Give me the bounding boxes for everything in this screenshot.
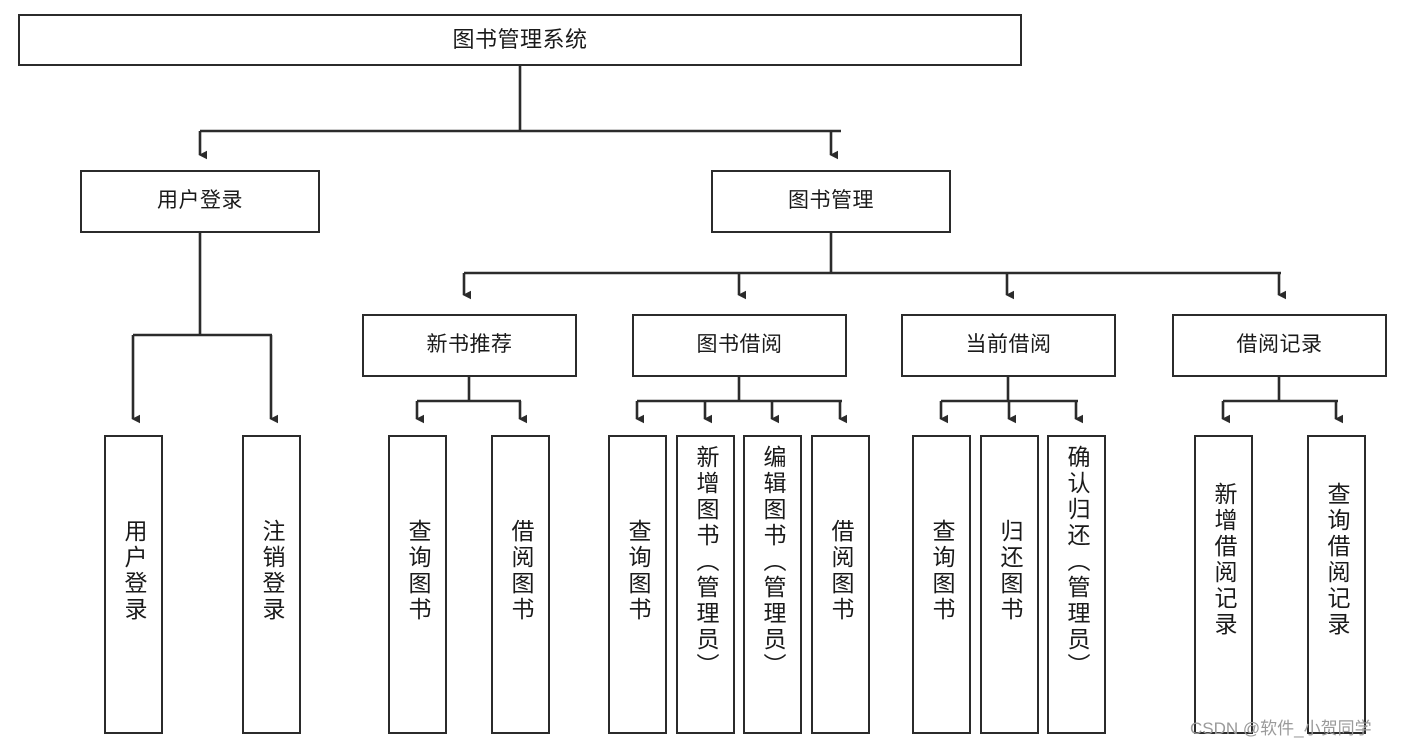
leaf-add-book-label: 新增图书（管理员） [693,445,719,679]
leaf-return-book[interactable]: 归还图书 [980,435,1039,734]
leaf-query-record-label: 查询借阅记录 [1324,482,1350,638]
leaf-query-book-1[interactable]: 查询图书 [388,435,447,734]
leaf-logout-login-label: 注销登录 [259,519,285,623]
leaf-add-record-label: 新增借阅记录 [1211,482,1237,638]
leaf-add-book[interactable]: 新增图书（管理员） [676,435,735,734]
leaf-edit-book[interactable]: 编辑图书（管理员） [743,435,802,734]
leaf-confirm-return-label: 确认归还（管理员） [1064,445,1090,679]
leaf-query-book-2-label: 查询图书 [625,519,651,623]
node-new-book-rec[interactable]: 新书推荐 [362,314,577,377]
leaf-query-book-3[interactable]: 查询图书 [912,435,971,734]
leaf-add-record[interactable]: 新增借阅记录 [1194,435,1253,734]
watermark: CSDN @软件_小贺同学 [1190,719,1372,738]
leaf-confirm-return[interactable]: 确认归还（管理员） [1047,435,1106,734]
leaf-query-record[interactable]: 查询借阅记录 [1307,435,1366,734]
node-current-borrow-label: 当前借阅 [965,333,1052,357]
node-book-manage[interactable]: 图书管理 [711,170,951,233]
node-root-label: 图书管理系统 [452,27,588,53]
node-user-login[interactable]: 用户登录 [80,170,320,233]
leaf-borrow-book-1-label: 借阅图书 [508,519,534,623]
node-book-manage-label: 图书管理 [788,189,874,213]
leaf-query-book-2[interactable]: 查询图书 [608,435,667,734]
node-new-book-rec-label: 新书推荐 [426,333,513,357]
node-book-borrow[interactable]: 图书借阅 [632,314,847,377]
leaf-query-book-1-label: 查询图书 [405,519,431,623]
leaf-edit-book-label: 编辑图书（管理员） [760,445,786,679]
node-root[interactable]: 图书管理系统 [18,14,1022,66]
node-current-borrow[interactable]: 当前借阅 [901,314,1116,377]
leaf-query-book-3-label: 查询图书 [929,519,955,623]
leaf-borrow-book-2[interactable]: 借阅图书 [811,435,870,734]
node-borrow-record[interactable]: 借阅记录 [1172,314,1387,377]
leaf-borrow-book-2-label: 借阅图书 [828,519,854,623]
leaf-user-login-label: 用户登录 [121,519,147,623]
leaf-borrow-book-1[interactable]: 借阅图书 [491,435,550,734]
leaf-user-login[interactable]: 用户登录 [104,435,163,734]
leaf-logout-login[interactable]: 注销登录 [242,435,301,734]
leaf-return-book-label: 归还图书 [997,519,1023,623]
node-borrow-record-label: 借阅记录 [1236,333,1323,357]
node-user-login-label: 用户登录 [157,189,243,213]
node-book-borrow-label: 图书借阅 [696,333,783,357]
